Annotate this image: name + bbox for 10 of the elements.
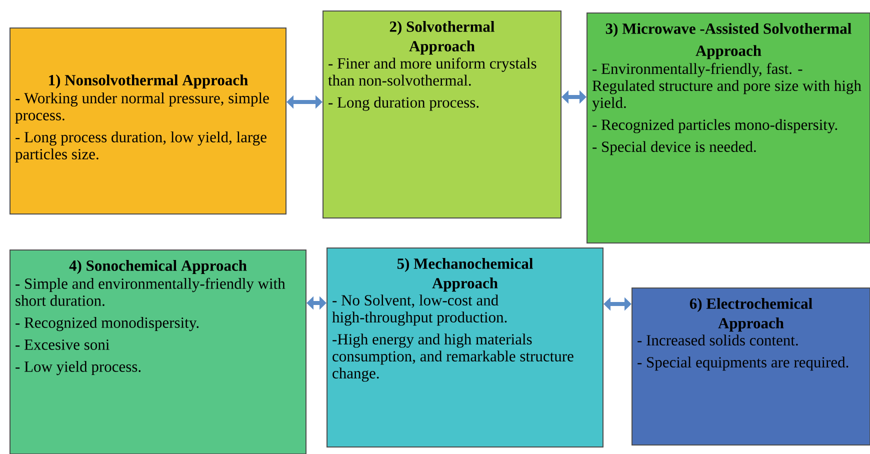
double-arrow [286,95,322,109]
double-arrow [604,297,632,311]
approach-box: 5) Mechanochemical Approach - No Solvent, low-cost and high-throughput production. -High energy and high materials consumption, and remarkable structure change. [326,247,604,448]
double-arrow [562,90,586,104]
approach-box: 4) Sonochemical Approach - Simple and environmentally-friendly with short duration. - Recognized monodispersity. - Excesive soni - Low yield process. [10,249,306,454]
approach-box: 6) Electrochemical Approach - Increased solids content. - Special equipments are required. [632,287,870,446]
approach-box: 3) Microwave -Assisted Solvothermal Approach - Environmentally-friendly, fast. - Regulated structure and pore size with high yield. - Recognized particles mono-dispersity. - Special device is needed. [586,12,870,244]
approach-box: 1) Nonsolvothermal Approach - Working under normal pressure, simple process. - Long process duration, low yield, large particles size. [10,28,286,214]
double-arrow [306,296,326,310]
approach-box: 2) Solvothermal Approach - Finer and more uniform crystals than non-solvothermal. - Long duration process. [322,10,562,218]
